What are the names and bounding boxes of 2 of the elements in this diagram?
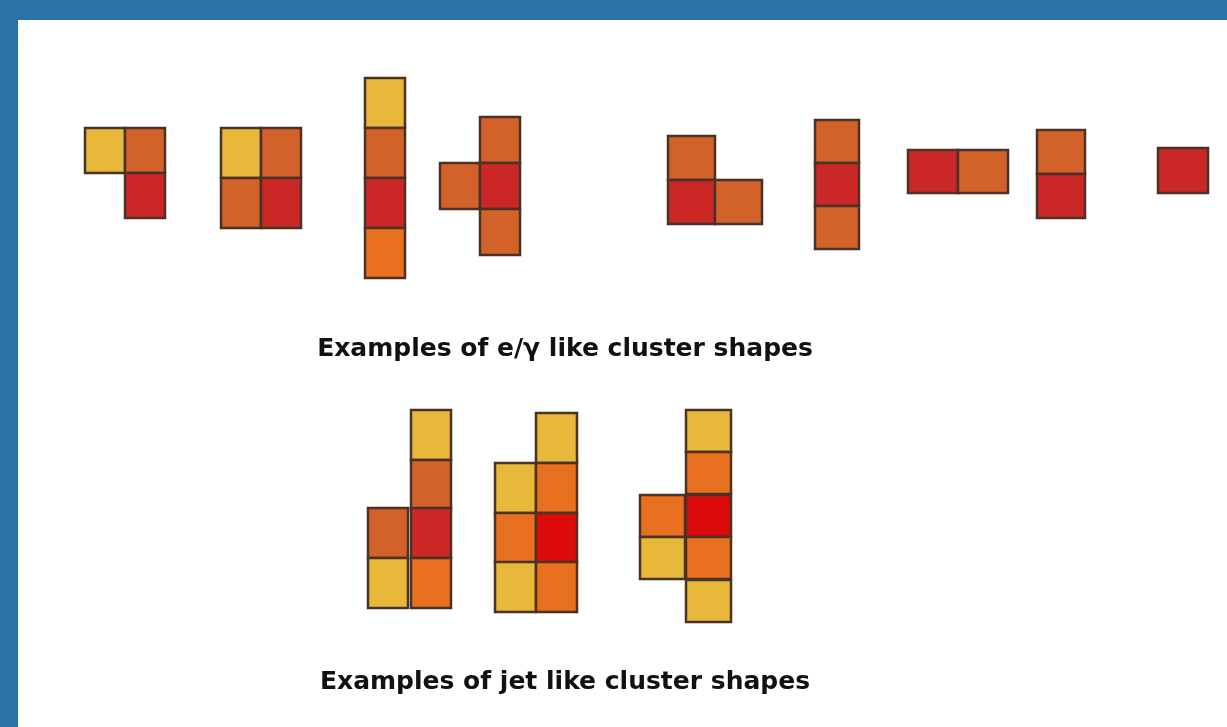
caption: Examples of e/γ like cluster shapes: [317, 333, 813, 362]
caption: Examples of jet like cluster shapes: [319, 666, 811, 695]
